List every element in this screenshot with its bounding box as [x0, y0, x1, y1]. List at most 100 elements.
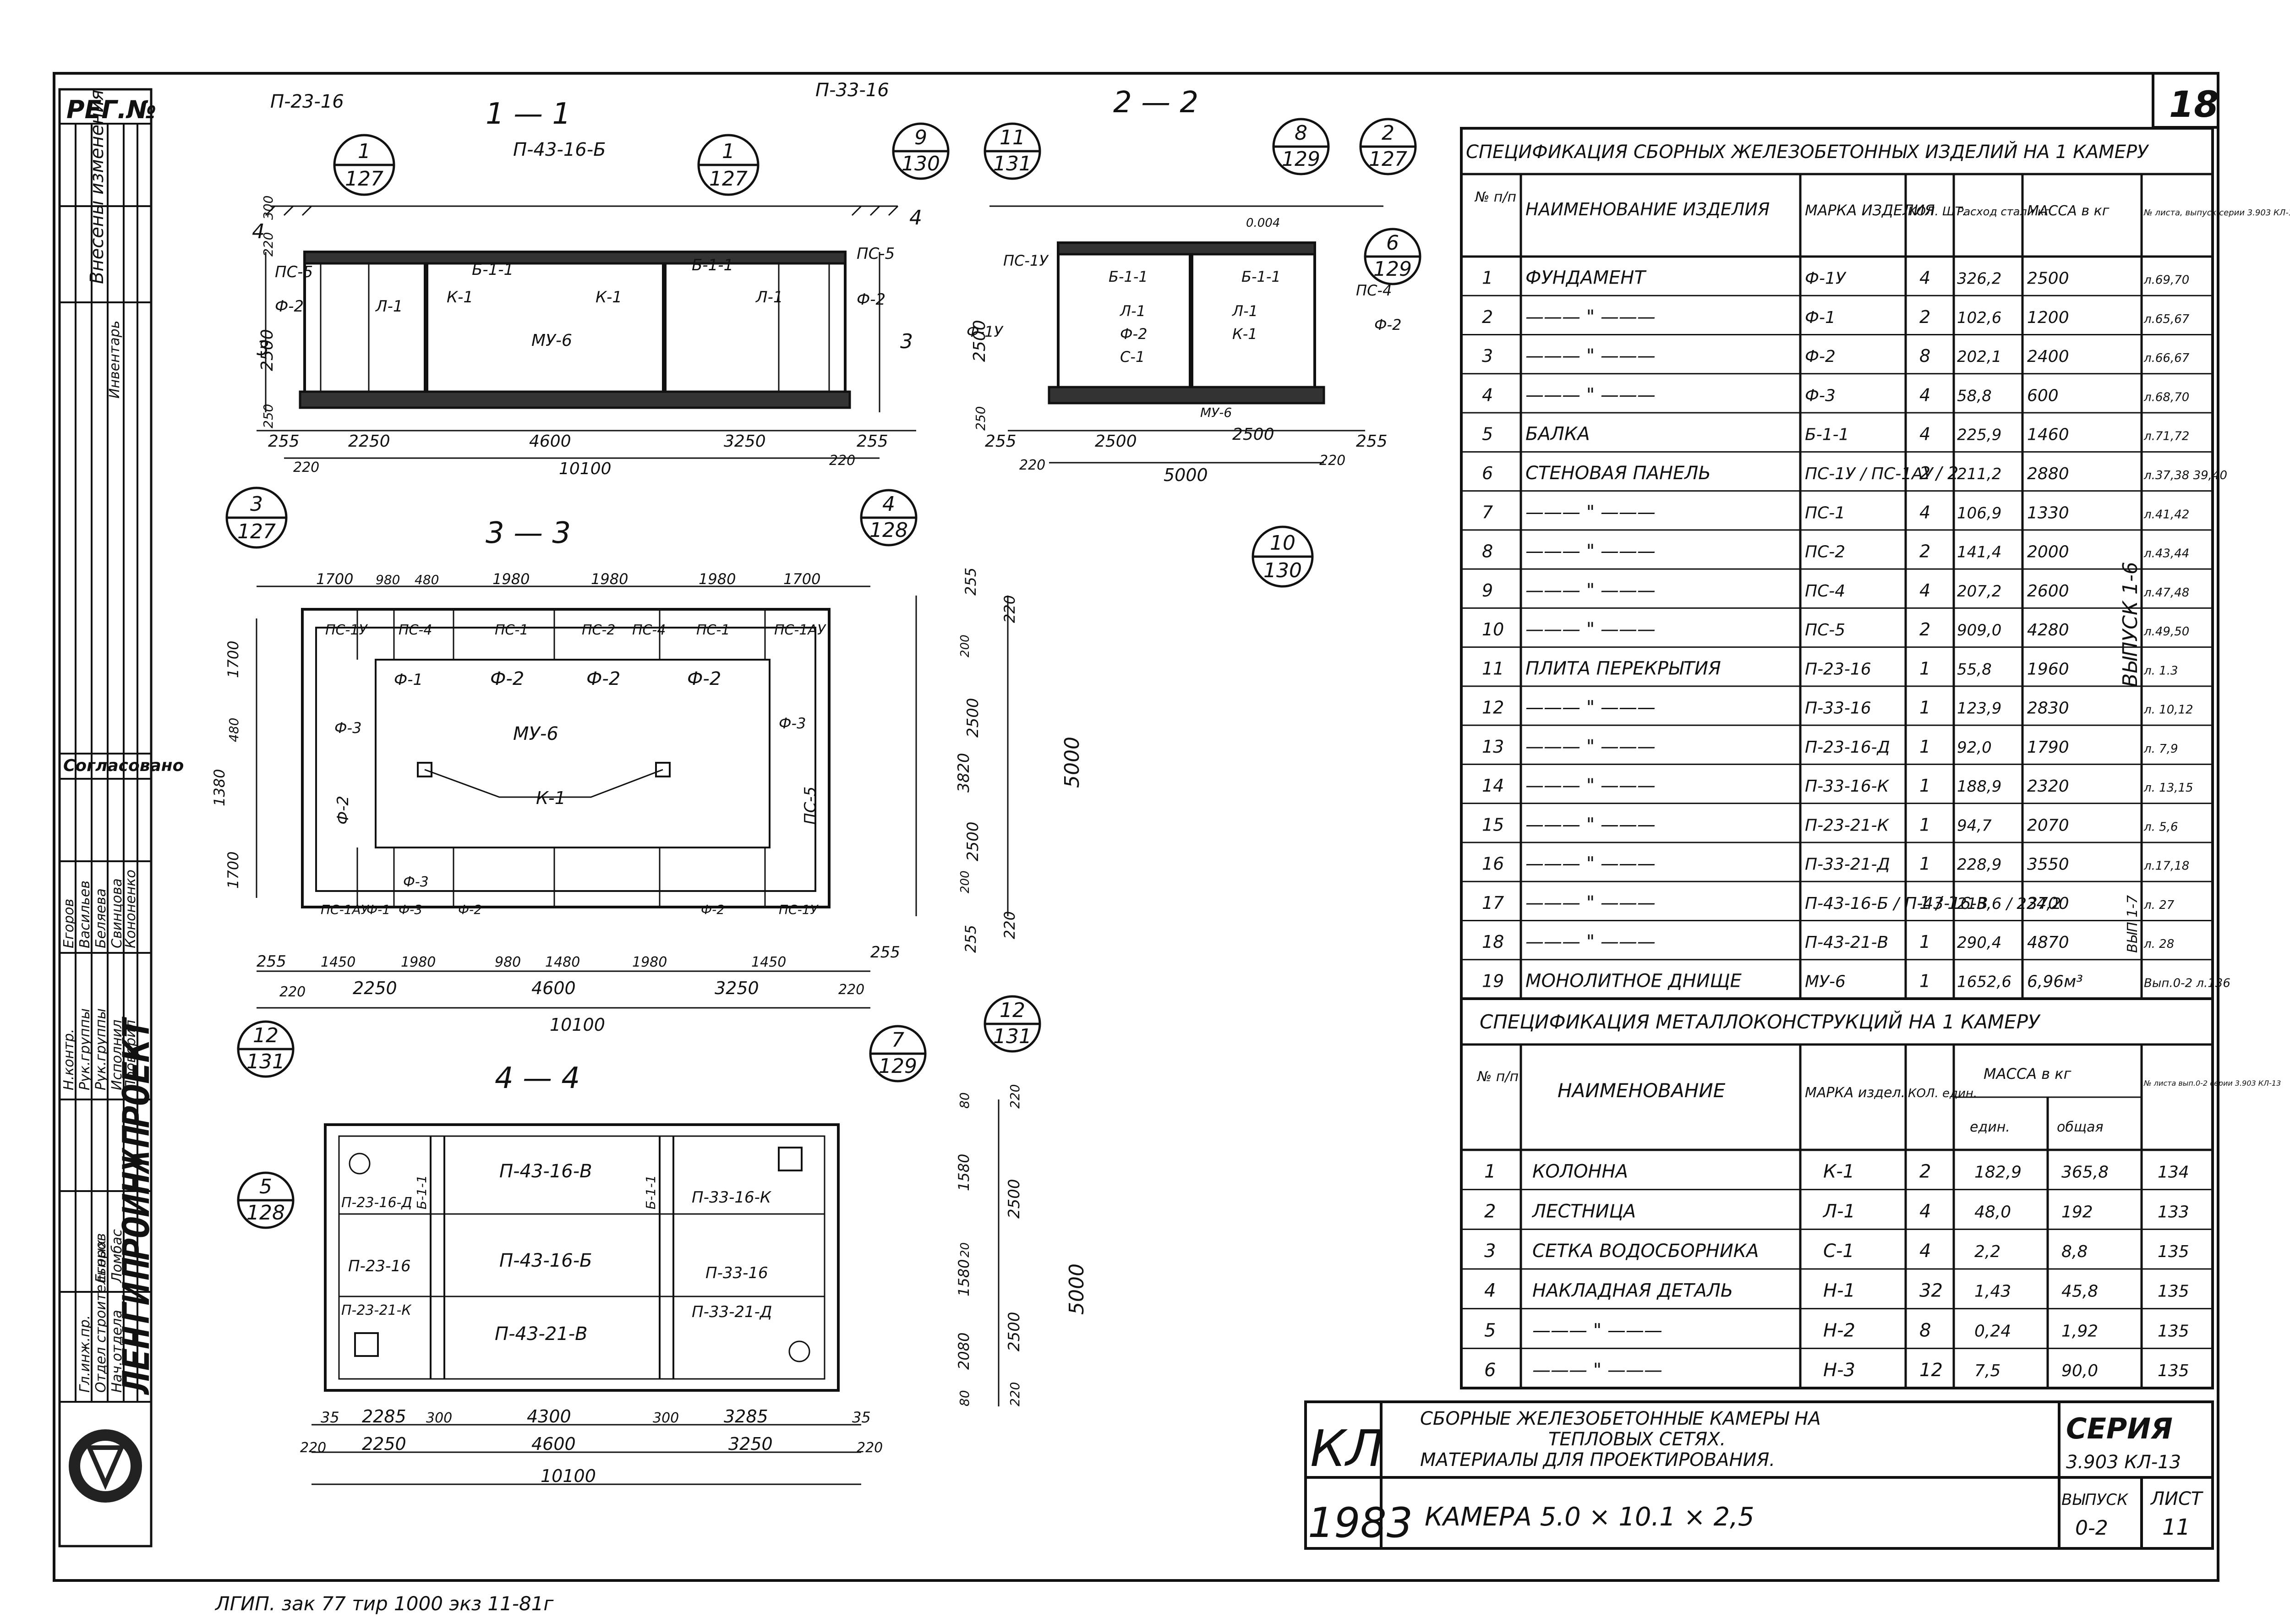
spec1-cell: 1330 [2027, 503, 2069, 522]
sheet-number: 18 [2169, 84, 2219, 126]
callout-6-sheet: 129 [1373, 257, 1412, 281]
s33-mark-22: Ф-2 [701, 902, 725, 917]
spec2-cell: Н-2 [1823, 1320, 1855, 1341]
s33-dtop-3: 1980 [492, 570, 530, 588]
spec1-cell: 1 [1919, 658, 1930, 678]
spec1-cell: П-43-16-Б / П-43-16-В [1805, 894, 1988, 913]
spec1-cell: 1 [1919, 776, 1930, 796]
spec2-cell: 2,2 [1974, 1242, 2000, 1261]
spec1-cell: 1960 [2027, 660, 2069, 678]
s44-dbot-5: 3285 [724, 1406, 768, 1427]
stamp-role-2: Рук.группы [77, 1008, 93, 1090]
tb-series: 3.903 КЛ-13 [2066, 1452, 2181, 1473]
s11-mark-p33: П-33-16 [815, 80, 889, 101]
spec1-cell: 207,2 [1957, 582, 2001, 601]
spec2-cell: 12 [1919, 1360, 1943, 1381]
s44-dright-4: 20 [958, 1242, 972, 1258]
inventory-label: Инвентарь [107, 321, 123, 399]
s44-dbot-7: 220 [300, 1440, 326, 1456]
spec1-cell: 2 [1482, 307, 1493, 327]
s33-mark-4: ПС-4 [632, 622, 666, 638]
spec1-cell: 14 [1482, 776, 1504, 796]
spec1-cell: ПС-1 [1805, 503, 1845, 522]
s22-mark-s1: С-1 [1120, 348, 1145, 366]
s33-mark-1: ПС-4 [399, 622, 432, 638]
spec2-cell: 133 [2158, 1203, 2189, 1221]
spec1-cell: 1 / 1 [1919, 893, 1958, 913]
spec1-h-mark: МАРКА ИЗДЕЛИЯ [1805, 202, 1935, 219]
s11-dim-10100: 10100 [559, 459, 612, 478]
spec1-cell: ——— " ——— [1525, 853, 1656, 875]
spec2-cell: ——— " ——— [1532, 1320, 1662, 1341]
spec1-cell: л.68,70 [2143, 390, 2189, 404]
spec2-cell: Л-1 [1822, 1201, 1855, 1222]
spec1-cell: 102,6 [1957, 309, 2001, 327]
s11-mark-b2: Б-1-1 [692, 256, 733, 274]
s33-mark-11: Ф-2 [687, 668, 721, 689]
bottom-note: ЛГИП. зак 77 тир 1000 экз 11-81г [214, 1592, 554, 1615]
spec2-cell: 182,9 [1974, 1163, 2022, 1182]
s11-arrow-3b: 3 [900, 330, 913, 353]
s33-mark-19: Ф-1 [366, 902, 390, 917]
spec1-cell: ——— " ——— [1525, 931, 1656, 952]
s44-mark-5: П-33-16 [705, 1264, 768, 1282]
spec2-cell: 8 [1919, 1320, 1931, 1341]
stamp-name-4: Свинцова [109, 878, 125, 948]
sheet-frame [53, 72, 2219, 1582]
spec1-h-no: № п/п [1474, 189, 1516, 205]
org-name: ЛЕНГИПРОИНЖПРОЕКТ [115, 1016, 158, 1395]
s44-dbot-11: 220 [857, 1440, 883, 1456]
s11-mark-l1a: Л-1 [375, 297, 403, 316]
callout-circles [225, 118, 1421, 1229]
s22-dim-250: 250 [973, 406, 988, 431]
stamp-role-1: Н.контр. [61, 1029, 77, 1090]
spec1-cell: ——— " ——— [1525, 892, 1656, 913]
spec1-cell: л.17,18 [2143, 859, 2189, 873]
tb-title-3: МАТЕРИАЛЫ ДЛЯ ПРОЕКТИРОВАНИЯ. [1420, 1449, 1775, 1471]
spec2-cell: 135 [2158, 1242, 2189, 1261]
spec1-cell: 10 [1482, 619, 1504, 640]
tb-sheet-label: ЛИСТ [2150, 1488, 2204, 1509]
s33-dtop-6: 1700 [783, 570, 820, 588]
s22-dim-220a: 220 [1019, 457, 1045, 473]
s33-dbot-7: 255 [870, 943, 900, 962]
s22-mark-f2b: Ф-2 [1374, 316, 1401, 334]
spec1-cell: 9 [1482, 580, 1493, 601]
s33-mark-21: Ф-2 [458, 902, 482, 917]
s33-dleft-0: 1700 [224, 641, 242, 678]
spec2-cell: 3 [1484, 1241, 1496, 1262]
s22-dim-slope: 0.004 [1246, 216, 1280, 230]
s44-dbot-6: 35 [852, 1409, 871, 1426]
section-1-1 [257, 205, 916, 459]
section-3-3 [256, 585, 1009, 1009]
s33-mark-7: Ф-1 [394, 671, 423, 689]
text-layer: РЕГ.№ 18 ЛГИП. зак 77 тир 1000 экз 11-81… [61, 80, 2290, 1615]
s33-dright-5: 2500 [964, 821, 982, 861]
spec2-cell: Н-1 [1823, 1280, 1855, 1301]
spec1-cell: 106,9 [1957, 504, 2001, 522]
s44-dbot-0: 35 [321, 1409, 339, 1426]
s33-dright-8: 255 [962, 925, 979, 953]
spec1-cell: 211,2 [1957, 465, 2001, 483]
callout-10-sheet: 131 [246, 1050, 285, 1073]
s44-dright-8: 5000 [1065, 1263, 1088, 1315]
spec2-cell: СЕТКА ВОДОСБОРНИКА [1532, 1241, 1759, 1262]
s11-dim-2500: 2500 [258, 329, 277, 371]
spec1-cell: 1 [1919, 971, 1930, 991]
spec1-cell: 213,6 / 224,2 [1957, 895, 2061, 913]
callout-0-sheet: 127 [345, 167, 383, 191]
spec1-cell: л. 28 [2143, 937, 2174, 951]
spec1-cell: 2600 [2027, 582, 2069, 601]
s11-dim-255a: 255 [268, 432, 300, 451]
s11-dim-4600: 4600 [529, 432, 571, 451]
callout-12-sheet: 129 [879, 1055, 917, 1078]
spec1-cell: 600 [2027, 386, 2059, 405]
spec1-cell: 4 [1482, 385, 1493, 405]
spec1-cell: 2 / 2 [1919, 463, 1958, 483]
spec1-h-name: НАИМЕНОВАНИЕ ИЗДЕЛИЯ [1525, 199, 1770, 219]
s33-mark-15: ПС-5 [801, 787, 820, 825]
s11-dim-220b: 220 [829, 453, 855, 469]
s11-mark-k1a: К-1 [447, 288, 473, 306]
s22-dim-2500c: 2500 [970, 320, 989, 362]
section-4-4 [312, 1099, 1000, 1485]
